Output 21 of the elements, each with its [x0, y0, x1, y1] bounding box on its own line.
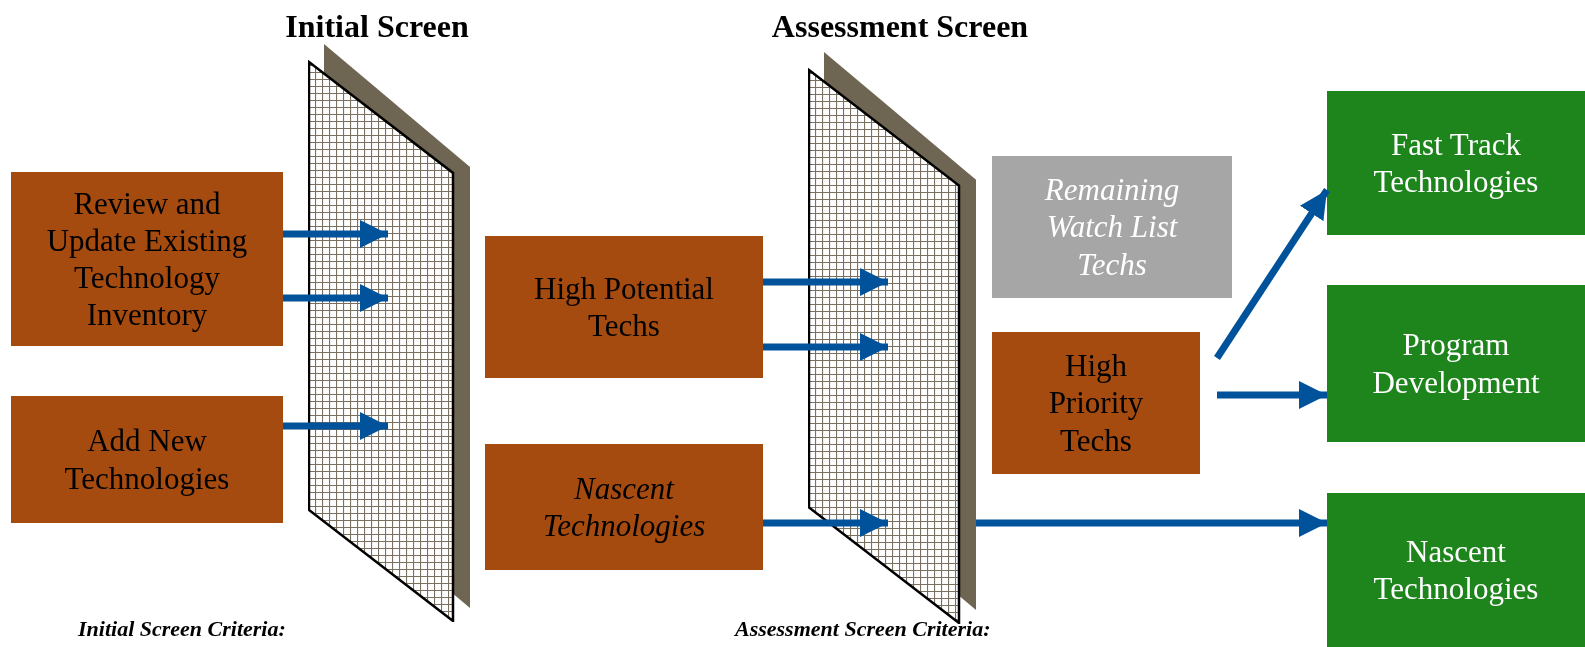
process-box: Remaining Watch List Techs: [992, 156, 1232, 298]
arrow: [763, 509, 888, 537]
process-box: Nascent Technologies: [1327, 493, 1585, 647]
screen-heading: Assessment Screen: [770, 8, 1030, 45]
process-box: Fast Track Technologies: [1327, 91, 1585, 235]
arrow: [1214, 188, 1330, 360]
process-box: High Potential Techs: [485, 236, 763, 378]
screen-heading: Initial Screen: [284, 8, 470, 45]
arrow: [283, 220, 388, 248]
criteria-heading: Initial Screen Criteria:: [78, 616, 286, 642]
process-box: Nascent Technologies: [485, 444, 763, 570]
arrow: [763, 333, 888, 361]
process-box: Program Development: [1327, 285, 1585, 442]
process-box: Review and Update Existing Technology Inventory: [11, 172, 283, 346]
process-box: Add New Technologies: [11, 396, 283, 523]
arrow: [763, 268, 888, 296]
criteria-heading: Assessment Screen Criteria:: [735, 616, 991, 642]
arrow: [976, 509, 1327, 537]
arrow: [283, 284, 388, 312]
process-box: High Priority Techs: [992, 332, 1200, 474]
arrow: [283, 412, 388, 440]
